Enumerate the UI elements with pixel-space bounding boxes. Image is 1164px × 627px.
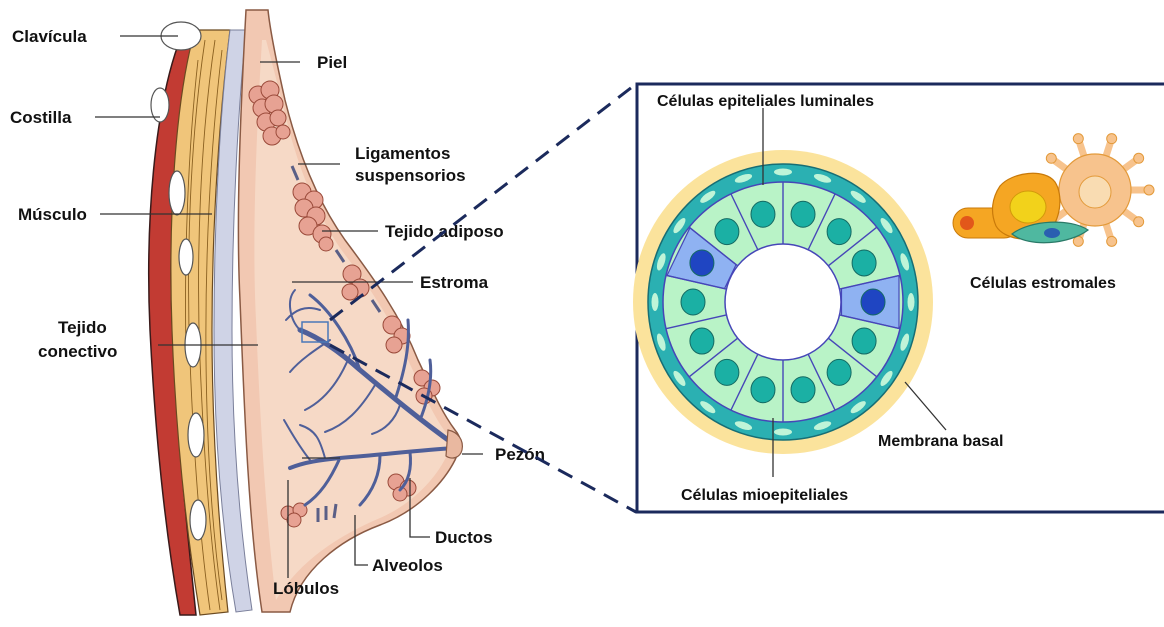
cell-nucleus [751, 377, 775, 403]
acinus-cross-section [633, 150, 933, 454]
cell-nucleus [861, 289, 885, 315]
stromal-cells [953, 134, 1154, 247]
label-mioepiteliales: Células mioepiteliales [681, 487, 848, 504]
stromal-spike-tip [1107, 236, 1117, 246]
stromal-spike-tip [1144, 185, 1154, 195]
stromal-spike-tip [1073, 134, 1083, 144]
myoepithelial-nucleus [774, 429, 792, 436]
cell-nucleus [852, 250, 876, 276]
label-luminales: Células epiteliales luminales [657, 93, 874, 110]
myoepithelial-nucleus [652, 293, 659, 311]
label-alveolos: Alveolos [372, 556, 443, 575]
label-clavicula: Clavícula [12, 27, 87, 46]
label-ligamentos-1: Ligamentos [355, 144, 450, 163]
breast-cross-section [149, 10, 463, 615]
cell-nucleus [751, 201, 775, 227]
myoepithelial-nucleus [908, 293, 915, 311]
rib-6 [190, 500, 206, 540]
lumen [725, 244, 841, 360]
rib-3 [179, 239, 193, 275]
stromal-spike-tip [1046, 153, 1056, 163]
label-estroma: Estroma [420, 273, 489, 292]
cell-nucleus [827, 219, 851, 245]
stromal-spike-tip [1134, 217, 1144, 227]
cell-nucleus [690, 250, 714, 276]
label-ligamentos-2: suspensorios [355, 166, 466, 185]
label-tejido-conectivo-2: conectivo [38, 342, 117, 361]
myoepithelial-nucleus [774, 169, 792, 176]
cell-nucleus [681, 289, 705, 315]
cell-nucleus [715, 359, 739, 385]
cell-nucleus [791, 201, 815, 227]
label-tejido-conectivo-1: Tejido [58, 318, 107, 337]
cell-nucleus [715, 219, 739, 245]
label-estromales: Células estromales [970, 275, 1116, 292]
label-ductos: Ductos [435, 528, 493, 547]
rib-5 [188, 413, 204, 457]
rib-2 [169, 171, 185, 215]
label-piel: Piel [317, 53, 347, 72]
label-membrana: Membrana basal [878, 433, 1003, 450]
cell-nucleus [791, 377, 815, 403]
label-musculo: Músculo [18, 205, 87, 224]
stromal-spike-tip [1107, 134, 1117, 144]
cell-nucleus [690, 328, 714, 354]
label-lobulos: Lóbulos [273, 579, 339, 598]
label-costilla: Costilla [10, 108, 72, 127]
stromal-spike-tip [1134, 153, 1144, 163]
cell-nucleus [852, 328, 876, 354]
inset-panel: Células epiteliales luminales Células es… [633, 84, 1164, 512]
cell-nucleus [827, 359, 851, 385]
nipple [446, 430, 462, 458]
